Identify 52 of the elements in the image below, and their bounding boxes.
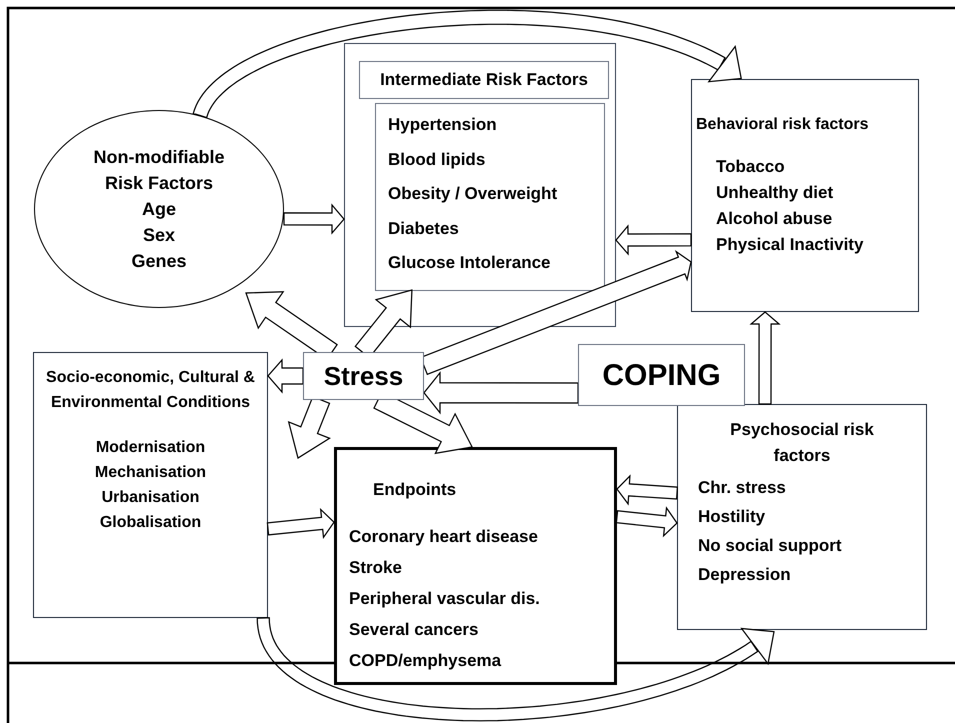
box-title: Intermediate Risk Factors <box>380 69 588 92</box>
list-item: Depression <box>698 564 792 586</box>
list-item: Hostility <box>698 506 766 528</box>
list-item: Glucose Intolerance <box>388 252 552 274</box>
text-box <box>691 79 919 312</box>
list-item: Obesity / Overweight <box>388 183 558 205</box>
block-arrow <box>283 203 345 235</box>
curved-block-arrow <box>256 617 775 722</box>
block-arrow <box>616 506 678 538</box>
block-arrow <box>423 371 579 415</box>
box-heading: Non-modifiable Risk Factors <box>92 146 226 195</box>
list-item: Coronary heart disease <box>349 526 539 548</box>
list-item: Genes <box>131 250 187 273</box>
text-box <box>359 61 609 99</box>
box-title: Stress <box>324 360 404 392</box>
list-item: Tobacco <box>715 156 786 178</box>
list-item: Globalisation <box>100 513 202 533</box>
list-item: Diabetes <box>388 218 460 240</box>
list-item: Modernisation <box>96 438 206 458</box>
text-box <box>33 352 268 618</box>
list-item: No social support <box>698 535 843 557</box>
list-item: Several cancers <box>349 619 480 641</box>
box-title: COPING <box>602 358 721 394</box>
list-item: Blood lipids <box>388 148 486 170</box>
block-arrow <box>615 224 692 256</box>
text-box <box>578 344 745 406</box>
text-box <box>334 447 617 685</box>
text-box <box>303 352 424 400</box>
block-arrow <box>616 474 678 506</box>
box-heading: Behavioral risk factors <box>695 115 870 135</box>
list-item: Stroke <box>349 557 403 579</box>
box-heading: Psychosocial risk factors <box>729 419 875 467</box>
list-item: Age <box>142 198 176 221</box>
text-box <box>677 404 927 630</box>
list-item: COPD/emphysema <box>349 650 502 672</box>
list-item: Sex <box>142 224 176 247</box>
block-arrow <box>267 358 304 394</box>
list-item: Chr. stress <box>698 477 787 499</box>
group-box <box>344 43 616 327</box>
box-heading: Hypertension <box>388 114 498 136</box>
list-item: Mechanisation <box>94 463 206 483</box>
list-item: Alcohol abuse <box>715 208 834 230</box>
text-box <box>375 103 605 291</box>
list-item: Unhealthy diet <box>715 182 834 204</box>
block-arrow <box>749 311 781 405</box>
list-item: Physical Inactivity <box>715 234 864 256</box>
box-heading: Endpoints <box>372 479 458 501</box>
list-item: Urbanisation <box>102 488 200 508</box>
list-item: Peripheral vascular dis. <box>349 588 541 610</box>
curved-block-arrow <box>192 10 742 118</box>
block-arrow <box>266 508 335 539</box>
box-heading: Socio-economic, Cultural & Environmental Conditions <box>45 368 256 413</box>
